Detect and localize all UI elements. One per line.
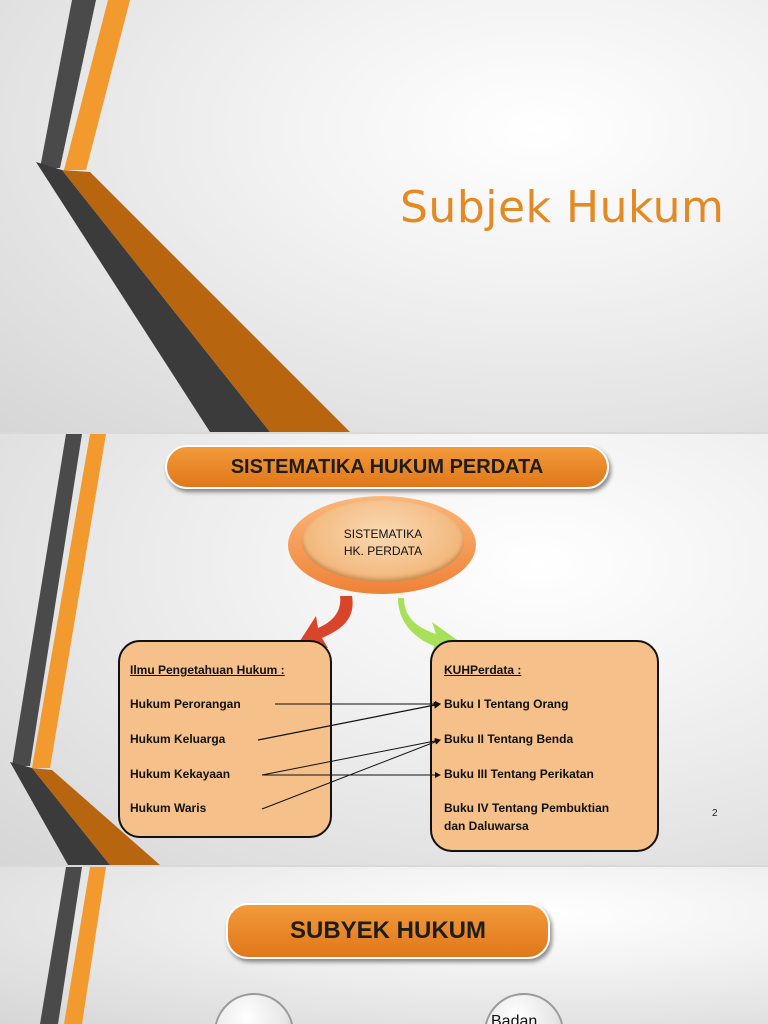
slide-decoration (36, 0, 350, 432)
slide-decoration (10, 434, 160, 865)
left-box (118, 640, 332, 838)
center-oval-inner (302, 500, 464, 582)
connector-line (257, 701, 442, 741)
deco-gray-stripe (40, 0, 96, 168)
right-item: dan Daluwarsa (444, 819, 529, 833)
deco-dark-band (10, 762, 110, 865)
right-item: Buku I Tentang Orang (444, 697, 569, 711)
center-line-2: HK. PERDATA (343, 544, 423, 558)
deco-gray-stripe (12, 434, 82, 766)
deco-brown-band (62, 170, 350, 432)
section-banner: SISTEMATIKA HUKUM PERDATA (165, 445, 609, 489)
center-line-1: SISTEMATIKA (343, 527, 423, 541)
connector-line (261, 739, 441, 810)
section-banner: SUBYEK HUKUM (226, 903, 550, 959)
left-item: Hukum Keluarga (130, 732, 226, 746)
right-item: Buku II Tentang Benda (444, 732, 574, 746)
deco-orange-stripe (64, 0, 130, 170)
slide-2: SISTEMATIKA HUKUM PERDATA SISTEMATIKA HK… (0, 434, 768, 865)
page-number: 2 (712, 808, 718, 819)
deco-brown-band (32, 768, 160, 865)
deco-orange-stripe (64, 867, 106, 1024)
right-box (430, 640, 659, 852)
connector-line (261, 738, 441, 776)
deco-gray-stripe (40, 867, 82, 1024)
slide-1: Subjek Hukum (0, 0, 768, 432)
left-heading: Ilmu Pengetahuan Hukum : (130, 663, 285, 677)
left-item: Hukum Waris (130, 801, 207, 815)
right-circle-label: Badan (491, 1013, 538, 1024)
right-item: Buku IV Tentang Pembuktian (444, 801, 610, 815)
right-heading: KUHPerdata : (444, 663, 522, 677)
slide-3: SUBYEK HUKUM Badan (0, 867, 768, 1024)
deco-dark-band (36, 162, 270, 432)
connector-lines (257, 701, 442, 810)
left-item: Hukum Kekayaan (130, 767, 231, 781)
slide-title: Subjek Hukum (400, 182, 725, 233)
slide-decoration (40, 867, 106, 1024)
deco-orange-stripe (32, 434, 106, 768)
center-oval-label: SISTEMATIKA HK. PERDATA (302, 526, 464, 560)
left-item: Hukum Perorangan (130, 697, 241, 711)
right-item: Buku III Tentang Perikatan (444, 767, 594, 781)
red-curved-arrow (298, 596, 353, 648)
